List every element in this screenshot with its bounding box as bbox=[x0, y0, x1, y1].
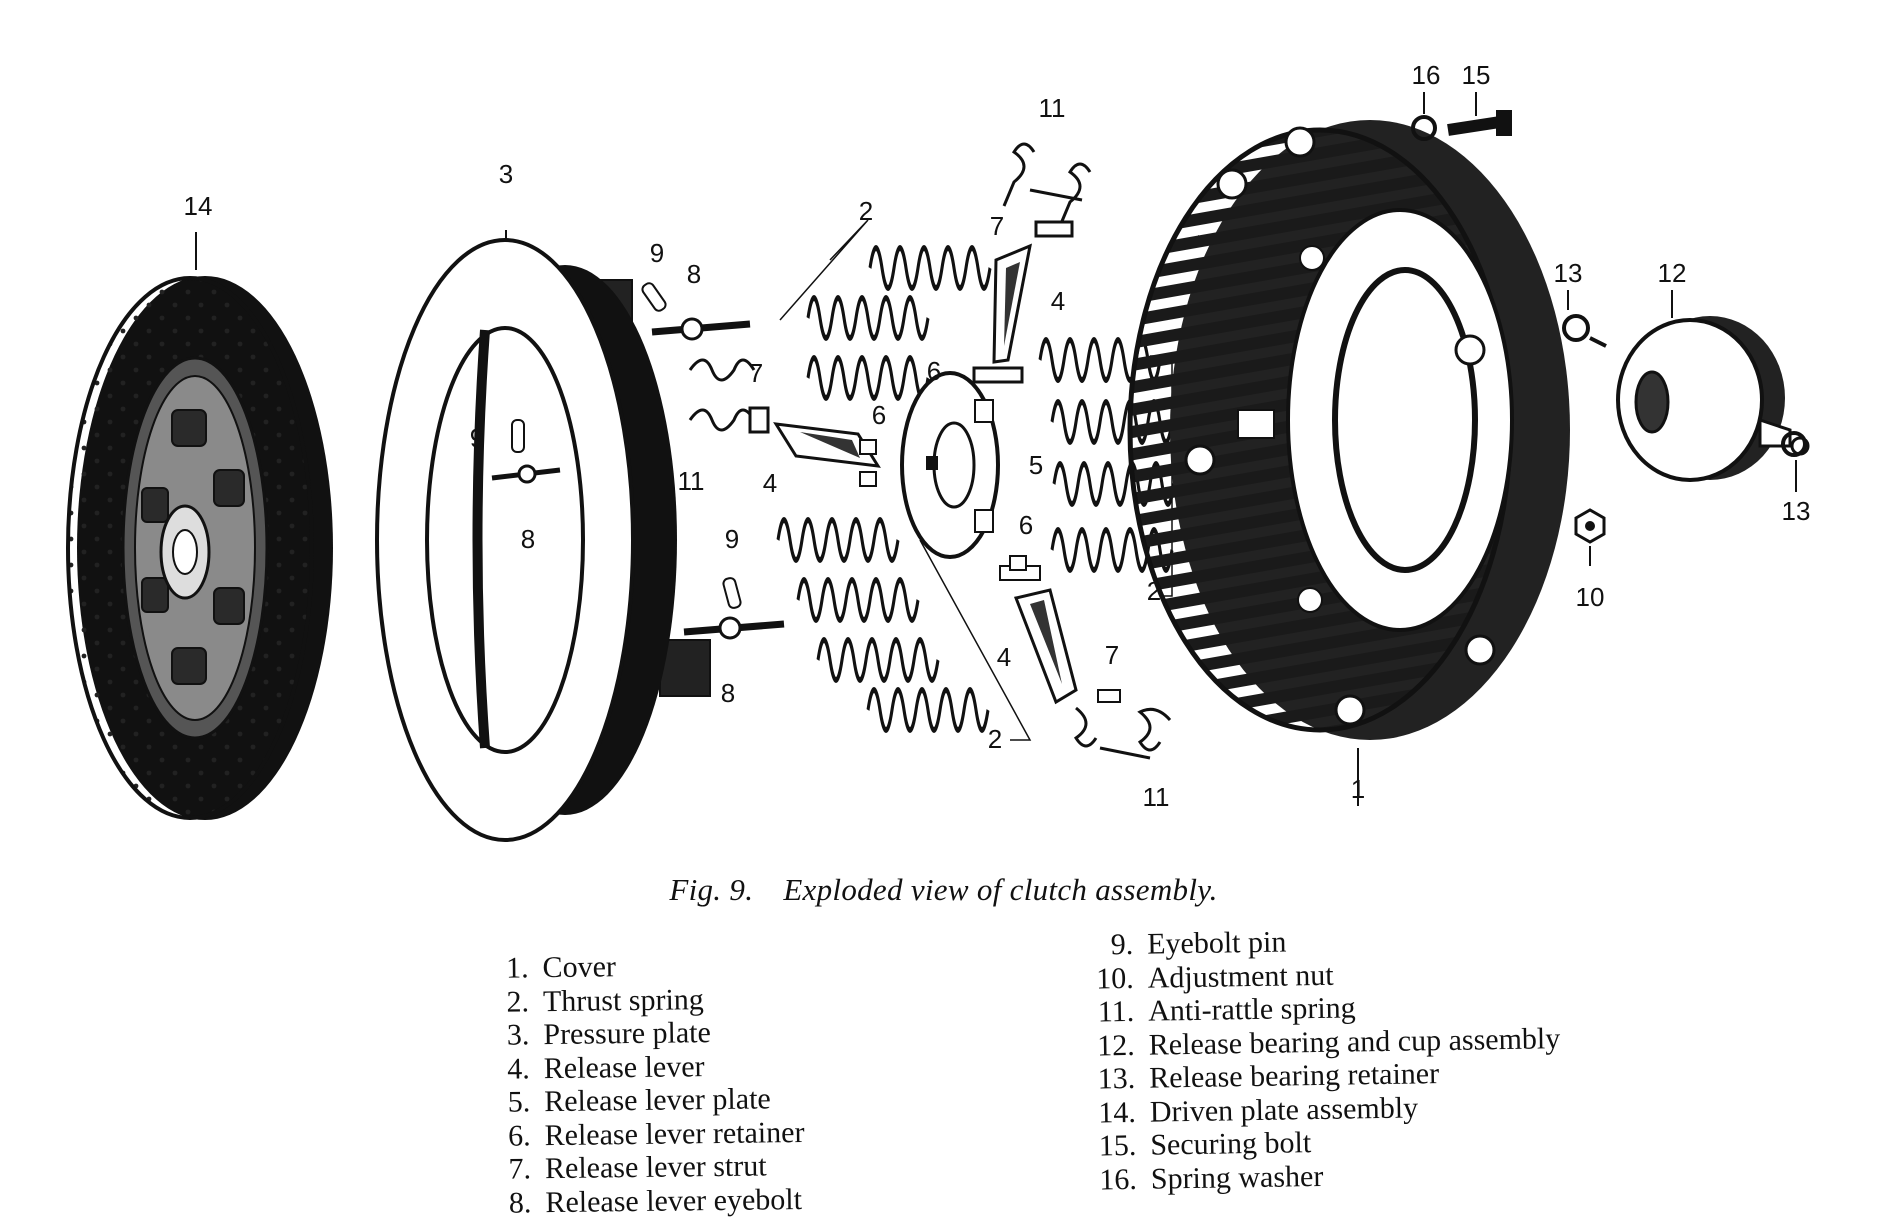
legend-item: 6. Release lever retainer bbox=[470, 1115, 805, 1153]
legend-item-number: 11. bbox=[1097, 994, 1135, 1029]
callout-7-top: 7 bbox=[990, 211, 1004, 241]
legend-item-number: 13. bbox=[1097, 1061, 1136, 1096]
legend-item: 16. Spring washer bbox=[1077, 1156, 1563, 1197]
legend-item-number: 3. bbox=[506, 1018, 530, 1052]
callout-7-left: 7 bbox=[749, 358, 763, 388]
callout-12: 12 bbox=[1658, 258, 1687, 288]
legend-item-number: 9. bbox=[1110, 927, 1134, 962]
legend-item-name: Anti-rattle spring bbox=[1147, 991, 1356, 1028]
callout-6-left: 6 bbox=[872, 400, 886, 430]
eyebolt-group-lower bbox=[683, 577, 785, 640]
legend-item-number: 5. bbox=[507, 1085, 531, 1119]
legend-item: 5. Release lever plate bbox=[470, 1082, 804, 1120]
callout-9-inner: 9 bbox=[470, 423, 484, 453]
legend-item: 2. Thrust spring bbox=[469, 981, 803, 1019]
legend-item-name: Driven plate assembly bbox=[1149, 1090, 1419, 1129]
diagram-svg: 14 3 9 8 9 8 11 7 9 8 bbox=[66, 60, 1811, 842]
callout-9-upper: 9 bbox=[650, 238, 664, 268]
callout-11-top: 11 bbox=[1039, 93, 1066, 123]
legend-item: 1. Cover bbox=[468, 948, 802, 986]
legend-item-number: 15. bbox=[1098, 1128, 1137, 1163]
driven-plate-assembly bbox=[66, 232, 333, 820]
legend-item-name: Release lever eyebolt bbox=[545, 1182, 803, 1219]
callout-14: 14 bbox=[184, 191, 213, 221]
legend-item-number: 12. bbox=[1097, 1028, 1136, 1062]
callout-10: 10 bbox=[1576, 582, 1605, 612]
figure-number: Fig. 9. bbox=[669, 872, 754, 907]
callout-4-lower: 4 bbox=[997, 642, 1011, 672]
callout-1: 1 bbox=[1351, 774, 1365, 804]
legend-item-number: 7. bbox=[508, 1152, 532, 1186]
exploded-clutch-diagram: 14 3 9 8 9 8 11 7 9 8 bbox=[66, 60, 1811, 842]
callout-2-lower-left: 2 bbox=[988, 724, 1002, 754]
callout-2-upper-left: 2 bbox=[859, 196, 873, 226]
callout-9-lower: 9 bbox=[725, 524, 739, 554]
legend-item-name: Release lever bbox=[543, 1049, 705, 1085]
release-levers bbox=[773, 142, 1172, 760]
eyebolt-group-upper bbox=[641, 282, 770, 434]
pressure-plate bbox=[375, 230, 711, 842]
callout-8-lower: 8 bbox=[721, 678, 735, 708]
thrust-springs-left bbox=[776, 219, 1032, 741]
bolt-and-washer bbox=[1411, 92, 1512, 141]
legend-item: 8. Release lever eyebolt bbox=[471, 1182, 805, 1220]
callout-4-left: 4 bbox=[763, 468, 777, 498]
release-bearing-assembly bbox=[1562, 290, 1810, 566]
callout-4-top: 4 bbox=[1051, 286, 1065, 316]
legend-item-number: 1. bbox=[505, 951, 529, 985]
callout-3: 3 bbox=[499, 159, 513, 189]
figure-title: Exploded view of clutch assembly. bbox=[783, 872, 1218, 907]
callout-13-lower: 13 bbox=[1782, 496, 1811, 526]
callout-8-inner: 8 bbox=[521, 524, 535, 554]
callout-5: 5 bbox=[1029, 450, 1043, 480]
callout-11-bottom: 11 bbox=[1143, 782, 1170, 812]
legend-item-name: Adjustment nut bbox=[1147, 958, 1334, 995]
legend-item-name: Pressure plate bbox=[543, 1016, 712, 1052]
legend-item-number: 8. bbox=[508, 1185, 532, 1220]
callout-6-top: 6 bbox=[927, 356, 941, 386]
callout-7-lower: 7 bbox=[1105, 640, 1119, 670]
legend-item-name: Thrust spring bbox=[542, 982, 704, 1018]
legend-item-name: Spring washer bbox=[1150, 1159, 1324, 1196]
callout-6-lower: 6 bbox=[1019, 510, 1033, 540]
figure-caption: Fig. 9. Exploded view of clutch assembly… bbox=[0, 872, 1887, 908]
legend-item-name: Securing bolt bbox=[1150, 1126, 1312, 1162]
legend-item-name: Release bearing and cup assembly bbox=[1148, 1021, 1561, 1062]
legend-item-name: Release lever strut bbox=[544, 1149, 767, 1186]
legend-item-number: 16. bbox=[1099, 1162, 1138, 1196]
callout-16: 16 bbox=[1412, 60, 1441, 90]
callout-8-upper: 8 bbox=[687, 259, 701, 289]
legend-item-number: 6. bbox=[507, 1118, 531, 1153]
legend-item-name: Cover bbox=[542, 950, 617, 985]
legend-item-number: 2. bbox=[506, 984, 530, 1019]
parts-legend-right: 9. Eyebolt pin 10. Adjustment nut 11. Anti-ra… bbox=[1073, 921, 1563, 1197]
callout-15: 15 bbox=[1462, 60, 1491, 90]
legend-item: 3. Pressure plate bbox=[469, 1015, 803, 1053]
callout-13-upper: 13 bbox=[1554, 258, 1583, 288]
legend-item-number: 4. bbox=[507, 1051, 531, 1086]
legend-item-name: Release lever plate bbox=[544, 1082, 771, 1119]
cover bbox=[1127, 120, 1570, 806]
legend-item-name: Release lever retainer bbox=[544, 1115, 805, 1152]
callout-11-left: 11 bbox=[678, 466, 705, 496]
legend-item: 4. Release lever bbox=[470, 1048, 804, 1086]
legend-item-number: 10. bbox=[1095, 961, 1134, 995]
legend-item-name: Release bearing retainer bbox=[1149, 1057, 1440, 1095]
legend-item-name: Eyebolt pin bbox=[1146, 925, 1287, 961]
legend-item-number: 14. bbox=[1098, 1095, 1137, 1129]
legend-item: 7. Release lever strut bbox=[471, 1149, 805, 1187]
